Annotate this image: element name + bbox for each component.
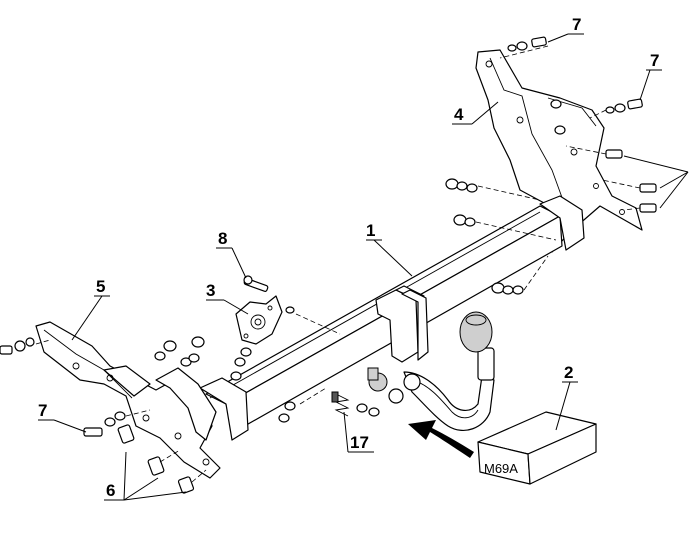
callout-labels: 1 2 3 4 5 6 7 7 7 8 17 — [38, 15, 659, 500]
callout-4: 4 — [454, 105, 464, 124]
socket-plate — [235, 295, 283, 345]
tow-ball-assembly — [403, 311, 495, 431]
fasteners — [0, 36, 657, 494]
callout-7-top: 7 — [572, 15, 581, 34]
callout-2: 2 — [564, 363, 573, 382]
callout-17: 17 — [350, 433, 369, 452]
callout-leaders — [38, 33, 689, 501]
callout-8: 8 — [218, 229, 227, 248]
callout-1: 1 — [366, 221, 375, 240]
kit-box: M69A — [477, 411, 597, 485]
callout-6: 6 — [106, 481, 115, 500]
callout-5: 5 — [96, 277, 105, 296]
kit-box-label: M69A — [484, 461, 518, 476]
assembly-arrow — [408, 420, 474, 458]
callout-3: 3 — [206, 281, 215, 300]
assembly-dashed-lines — [35, 45, 641, 483]
main-cross-beam — [199, 195, 585, 441]
left-side-bracket — [35, 321, 221, 479]
callout-7-left: 7 — [38, 401, 47, 420]
callout-7-right: 7 — [650, 51, 659, 70]
